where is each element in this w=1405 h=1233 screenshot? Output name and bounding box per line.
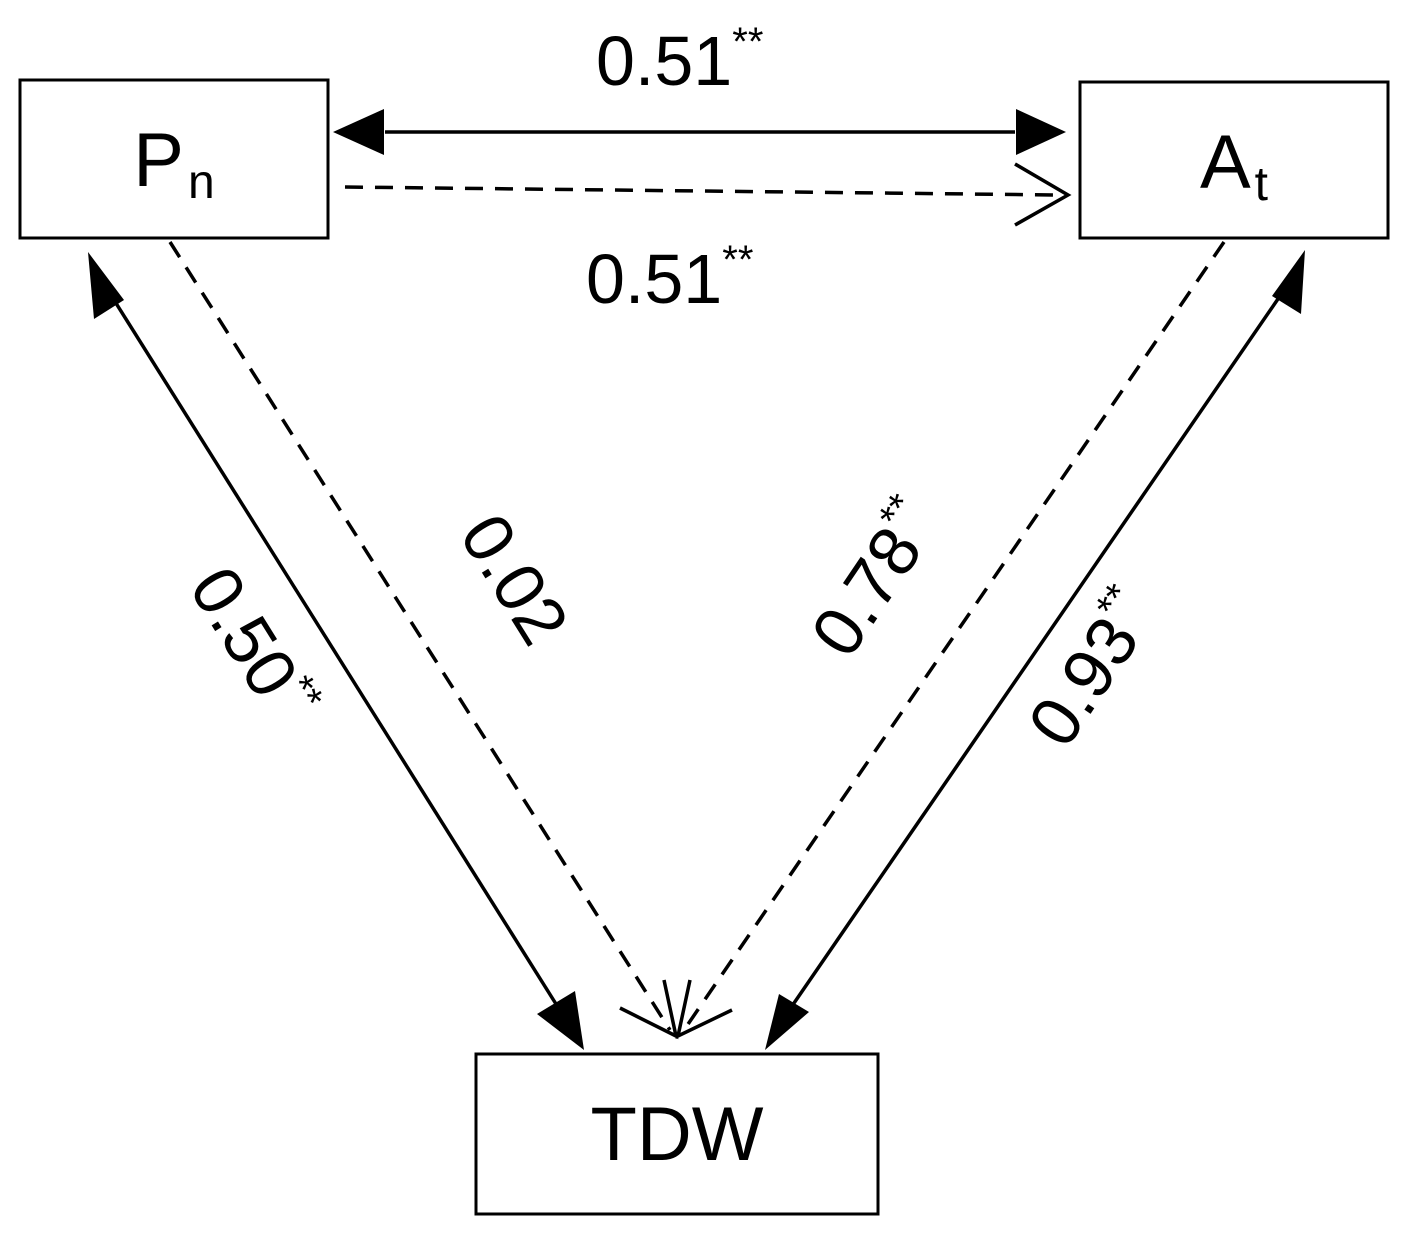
node-pn: Pn	[18, 78, 330, 240]
arrowhead-left-pn	[333, 109, 384, 155]
node-pn-sub: n	[188, 156, 215, 209]
label-at-tdw-correlation-value: 0.93	[1013, 603, 1154, 760]
label-pn-at-correlation-sig: **	[732, 20, 763, 64]
edge-at-tdw-path-line	[682, 241, 1226, 1031]
arrowhead-open-tdw-right	[675, 979, 733, 1040]
edge-pn-tdw-path-line	[168, 241, 672, 1031]
node-at-label: At	[1200, 120, 1268, 211]
node-tdw-label: TDW	[590, 1092, 763, 1177]
edge-pn-at-path	[344, 162, 1072, 227]
arrowhead-down-tdw-right	[765, 994, 809, 1050]
label-at-tdw-correlation: 0.93**	[1011, 576, 1171, 760]
arrowhead-down-tdw-left	[537, 991, 584, 1050]
arrowhead-open-at	[1014, 162, 1072, 227]
label-at-tdw-path-value: 0.78	[796, 513, 937, 670]
label-at-tdw-path: 0.78**	[794, 486, 954, 670]
edge-at-tdw-correlation-line	[790, 295, 1282, 1007]
edge-at-tdw-correlation	[765, 250, 1305, 1050]
node-at-box	[1078, 80, 1390, 240]
label-pn-tdw-correlation: 0.50**	[175, 553, 332, 737]
node-at-sub: t	[1255, 158, 1268, 211]
arrowhead-right-at	[1016, 109, 1066, 155]
label-pn-at-path-sig: **	[722, 238, 753, 282]
node-at: At	[1078, 80, 1390, 240]
label-pn-at-correlation: 0.51**	[596, 20, 763, 100]
edge-pn-tdw-path	[168, 241, 679, 1040]
edge-pn-tdw-correlation	[88, 252, 584, 1050]
arrowhead-up-at	[1272, 250, 1305, 314]
label-pn-at-path: 0.51**	[586, 238, 753, 318]
arrowhead-open-tdw-left	[619, 979, 679, 1040]
node-tdw-box	[474, 1052, 880, 1216]
label-pn-at-path-value: 0.51	[586, 240, 722, 318]
label-pn-tdw-path-value: 0.02	[445, 501, 583, 658]
node-at-main: A	[1200, 120, 1251, 205]
node-pn-box	[18, 78, 330, 240]
label-pn-at-correlation-value: 0.51	[596, 22, 732, 100]
edge-at-tdw-path	[675, 241, 1226, 1040]
arrowhead-up-pn	[88, 252, 124, 319]
edge-pn-tdw-correlation-line	[112, 299, 558, 1005]
label-pn-tdw-path: 0.02	[445, 501, 583, 658]
edge-pn-at-path-line	[344, 185, 1059, 197]
node-tdw: TDW	[474, 1052, 880, 1216]
edge-pn-at-correlation	[333, 109, 1066, 155]
node-pn-label: Pn	[133, 118, 214, 209]
node-pn-main: P	[133, 118, 184, 203]
